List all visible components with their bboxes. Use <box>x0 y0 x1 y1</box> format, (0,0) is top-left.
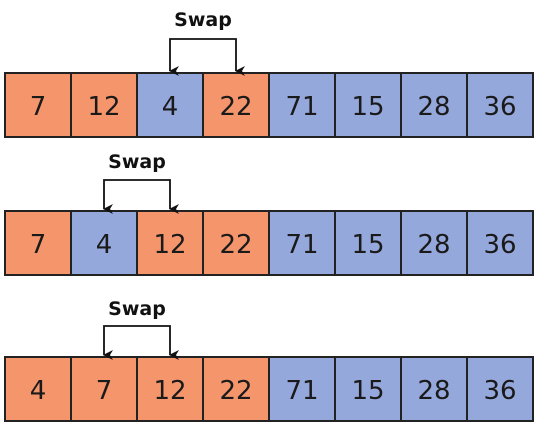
array-cell: 71 <box>268 356 336 422</box>
array-cell: 4 <box>4 356 72 422</box>
cell-value: 7 <box>96 376 113 406</box>
array-cell: 22 <box>202 72 270 138</box>
cell-value: 28 <box>417 230 450 260</box>
cell-box <box>70 72 138 138</box>
array-row: 4 7 12 22 71 15 28 36 Swap <box>4 298 534 422</box>
cell-value: 4 <box>96 230 113 260</box>
array-cell: 36 <box>466 72 534 138</box>
cell-value: 28 <box>417 92 450 122</box>
array-cell: 12 <box>136 356 204 422</box>
cell-box <box>400 72 468 138</box>
array-cell: 4 <box>70 210 138 276</box>
cell-box <box>466 356 534 422</box>
cell-value: 15 <box>351 92 384 122</box>
cell-value: 71 <box>285 376 318 406</box>
array-cell: 28 <box>400 72 468 138</box>
cell-value: 22 <box>219 92 252 122</box>
array-cell: 12 <box>136 210 204 276</box>
cell-value: 71 <box>285 230 318 260</box>
cell-value: 12 <box>87 92 120 122</box>
cell-value: 36 <box>483 92 516 122</box>
swap-label: Swap <box>108 298 166 320</box>
array-cell: 71 <box>268 72 336 138</box>
cell-box <box>334 72 402 138</box>
cell-box <box>334 356 402 422</box>
cell-box <box>202 210 270 276</box>
cell-value: 7 <box>30 92 47 122</box>
array-cell: 7 <box>4 72 72 138</box>
swap-arrow <box>103 325 179 360</box>
cell-box <box>466 72 534 138</box>
array-cell: 15 <box>334 356 402 422</box>
cell-value: 71 <box>285 92 318 122</box>
cell-value: 22 <box>219 230 252 260</box>
cell-box <box>4 210 72 276</box>
swap-arrow <box>103 179 179 214</box>
array-cell: 28 <box>400 356 468 422</box>
cell-box <box>4 72 72 138</box>
cell-value: 28 <box>417 376 450 406</box>
cell-box <box>4 356 72 422</box>
array-cell: 15 <box>334 210 402 276</box>
array-cell: 71 <box>268 210 336 276</box>
swap-arrow <box>169 38 245 76</box>
cell-value: 36 <box>483 230 516 260</box>
cell-value: 36 <box>483 376 516 406</box>
array-cell: 22 <box>202 210 270 276</box>
swap-label: Swap <box>174 9 232 31</box>
cell-box <box>136 356 204 422</box>
array-cell: 12 <box>70 72 138 138</box>
cell-box <box>70 210 138 276</box>
swap-label: Swap <box>108 151 166 173</box>
cell-value: 4 <box>30 376 47 406</box>
cell-box <box>400 356 468 422</box>
cell-box <box>334 210 402 276</box>
array-row: 7 12 4 22 71 15 28 36 Swap <box>4 9 534 138</box>
cell-value: 12 <box>153 376 186 406</box>
array-row: 7 4 12 22 71 15 28 36 Swap <box>4 151 534 276</box>
cell-box <box>268 72 336 138</box>
cell-value: 12 <box>153 230 186 260</box>
cell-value: 7 <box>30 230 47 260</box>
array-cell: 7 <box>4 210 72 276</box>
cell-value: 4 <box>162 92 179 122</box>
array-cell: 36 <box>466 356 534 422</box>
array-cell: 4 <box>136 72 204 138</box>
cell-value: 15 <box>351 230 384 260</box>
array-cell: 28 <box>400 210 468 276</box>
cell-box <box>268 210 336 276</box>
array-cell: 22 <box>202 356 270 422</box>
cell-box <box>268 356 336 422</box>
cell-box <box>466 210 534 276</box>
array-cell: 7 <box>70 356 138 422</box>
cell-box <box>202 356 270 422</box>
cell-value: 22 <box>219 376 252 406</box>
array-cell: 15 <box>334 72 402 138</box>
cell-value: 15 <box>351 376 384 406</box>
array-cell: 36 <box>466 210 534 276</box>
